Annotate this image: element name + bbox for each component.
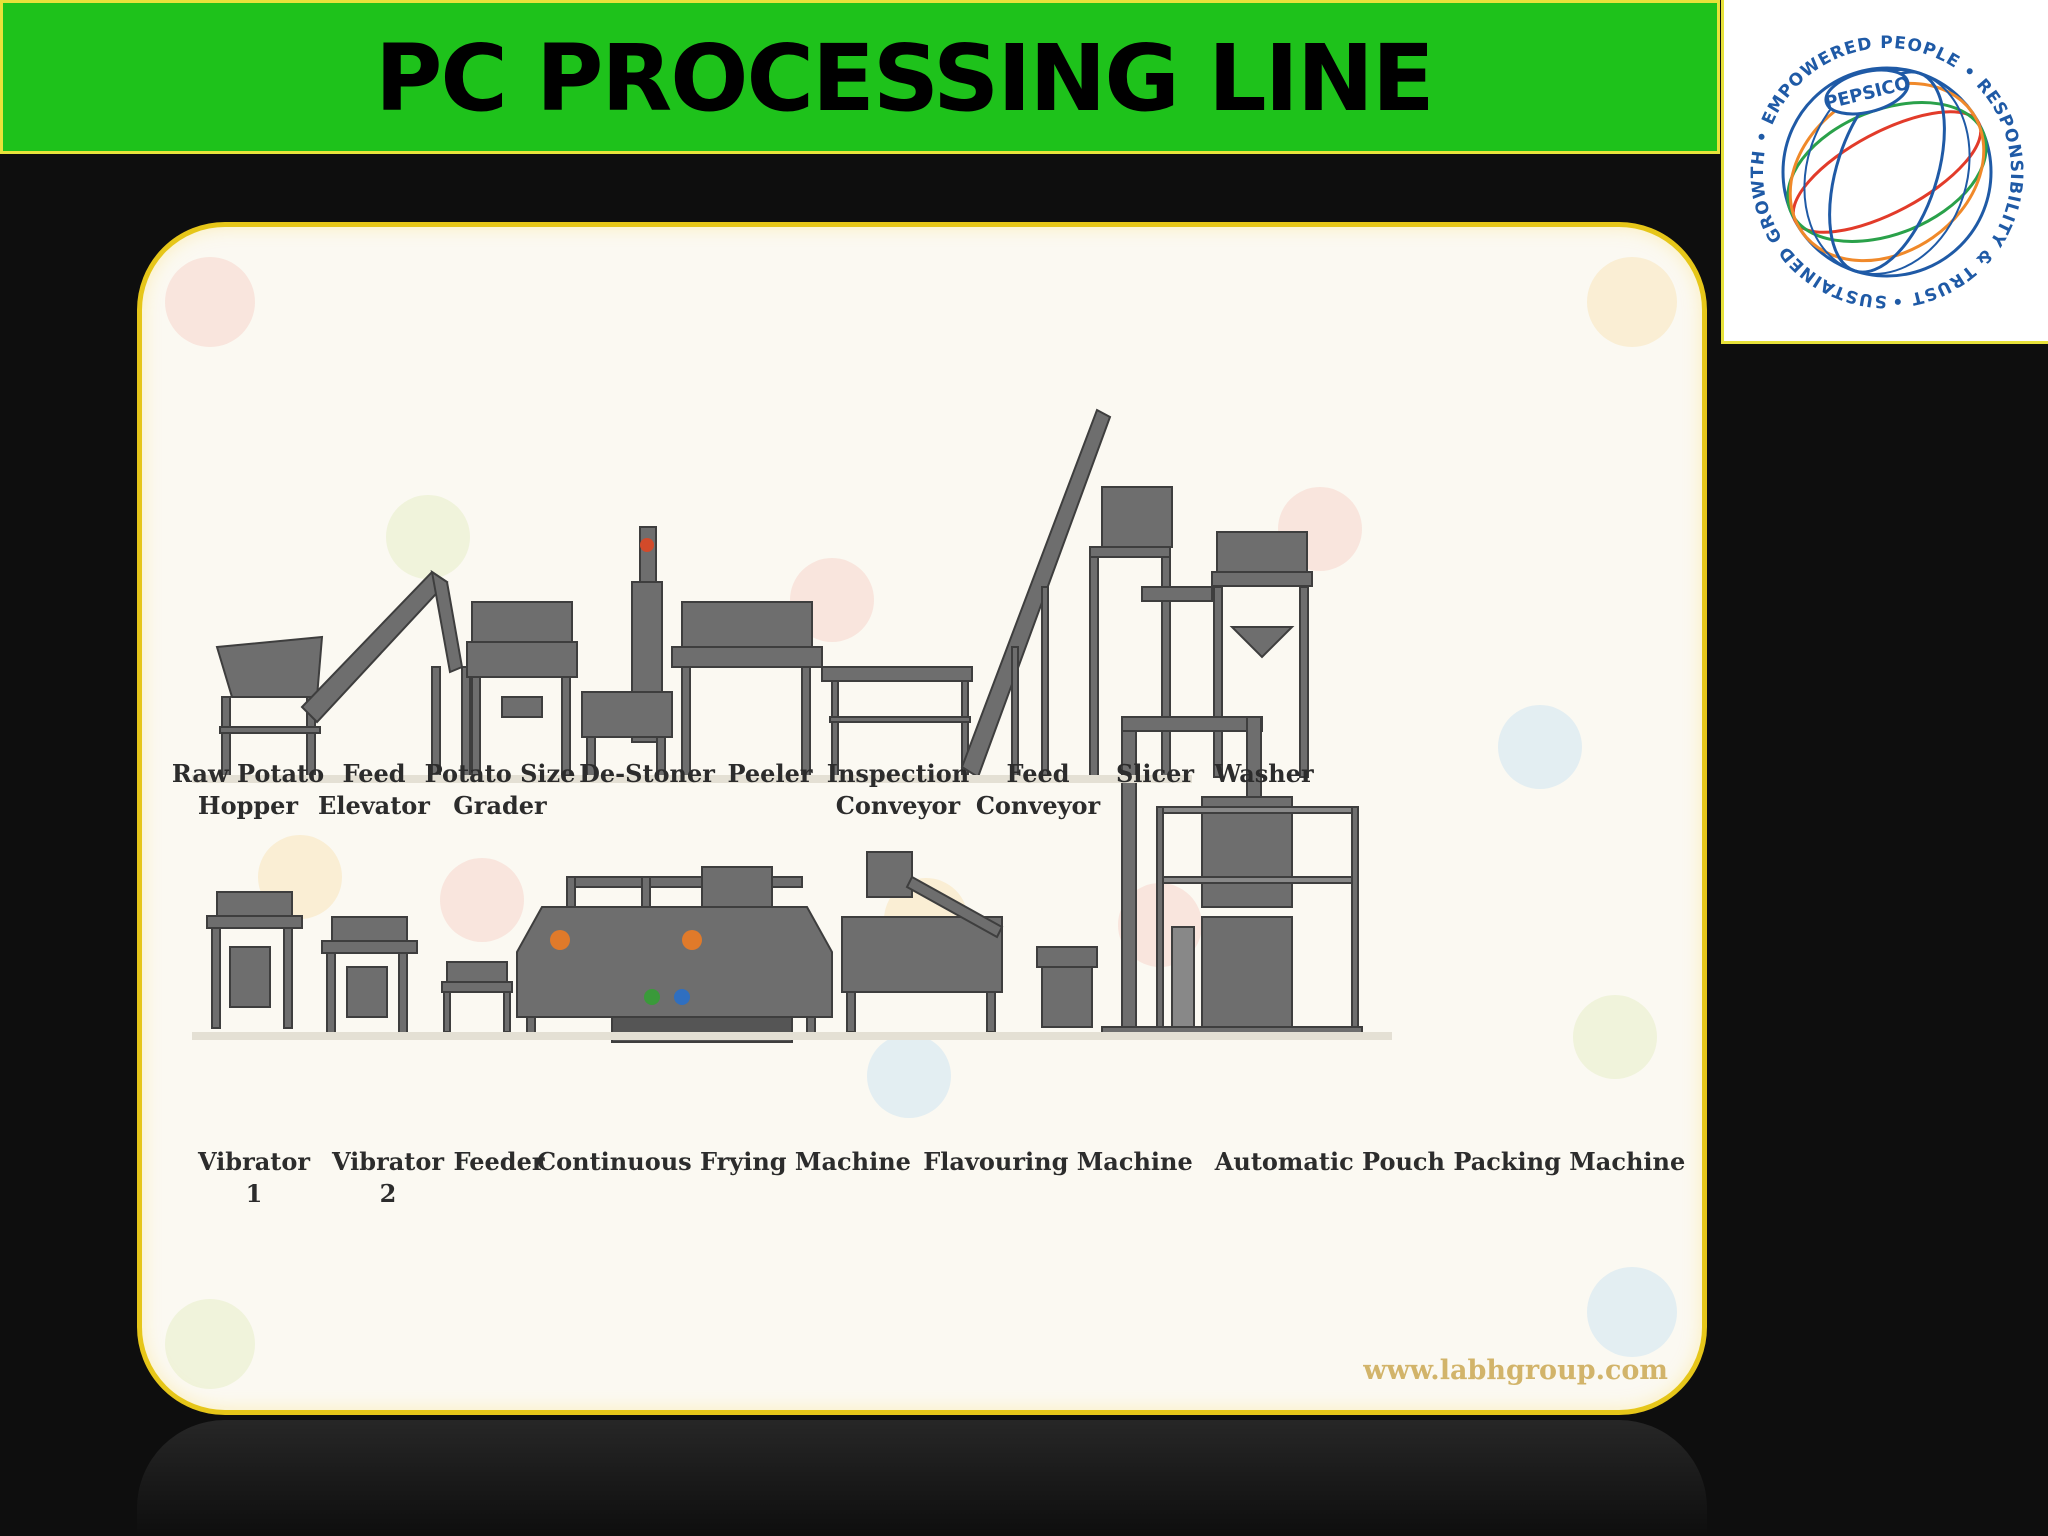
slide-title: PC PROCESSING LINE bbox=[375, 25, 1435, 132]
watermark-text: www.labhgroup.com bbox=[1363, 1355, 1668, 1386]
processing-line-diagram: Raw Potato Hopper Feed Elevator Potato S… bbox=[137, 222, 1707, 1415]
label-line: Feeder bbox=[453, 1147, 545, 1176]
label-line: Raw Potato bbox=[171, 759, 325, 788]
label-line: Washer bbox=[1214, 759, 1314, 788]
label-line: Hopper bbox=[197, 791, 299, 820]
label-line: Slicer bbox=[1115, 759, 1195, 788]
label-potato-size-grader: Potato Size Grader bbox=[425, 758, 576, 822]
label-line: Continuous Frying Machine bbox=[537, 1147, 911, 1176]
label-peeler: Peeler bbox=[728, 758, 813, 790]
label-line: Feed bbox=[342, 759, 406, 788]
pepsico-logo: PEPSICO SUSTAINED GROWTH • EMPOWERED PEO… bbox=[1721, 0, 2048, 344]
label-line: Vibrator bbox=[331, 1147, 445, 1176]
label-line: Grader bbox=[453, 791, 547, 820]
label-line: Conveyor bbox=[975, 791, 1101, 820]
label-line: Conveyor bbox=[835, 791, 961, 820]
label-line: Automatic Pouch Packing Machine bbox=[1214, 1147, 1686, 1176]
decorative-circles bbox=[165, 257, 1677, 1389]
title-bar: PC PROCESSING LINE bbox=[0, 0, 1720, 154]
label-feeder: Feeder bbox=[454, 1146, 545, 1178]
label-feed-elevator: Feed Elevator bbox=[318, 758, 430, 822]
label-inspection-conveyor: Inspection Conveyor bbox=[827, 758, 970, 822]
label-line: Feed bbox=[1006, 759, 1070, 788]
label-de-stoner: De-Stoner bbox=[579, 758, 715, 790]
label-line: De-Stoner bbox=[579, 759, 715, 788]
label-line: Peeler bbox=[727, 759, 813, 788]
label-raw-potato-hopper: Raw Potato Hopper bbox=[172, 758, 324, 822]
label-vibrator-1: Vibrator 1 bbox=[198, 1146, 310, 1210]
label-automatic-pouch-packing-machine: Automatic Pouch Packing Machine bbox=[1215, 1146, 1685, 1178]
label-line: Vibrator bbox=[197, 1147, 311, 1176]
machinery-illustration bbox=[165, 257, 1677, 1389]
globe-logo-icon: PEPSICO SUSTAINED GROWTH • EMPOWERED PEO… bbox=[1748, 33, 2025, 311]
label-line: 2 bbox=[379, 1179, 397, 1208]
label-slicer: Slicer bbox=[1116, 758, 1194, 790]
label-line: 1 bbox=[245, 1179, 263, 1208]
label-line: Elevator bbox=[318, 791, 430, 820]
label-line: Potato Size bbox=[424, 759, 576, 788]
label-line: Flavouring Machine bbox=[923, 1147, 1193, 1176]
label-vibrator-2: Vibrator 2 bbox=[332, 1146, 444, 1210]
label-line: Inspection bbox=[826, 759, 970, 788]
label-flavouring-machine: Flavouring Machine bbox=[923, 1146, 1192, 1178]
label-feed-conveyor: Feed Conveyor bbox=[976, 758, 1100, 822]
label-washer: Washer bbox=[1214, 758, 1313, 790]
label-continuous-frying-machine: Continuous Frying Machine bbox=[537, 1146, 911, 1178]
panel-reflection bbox=[137, 1420, 1707, 1536]
